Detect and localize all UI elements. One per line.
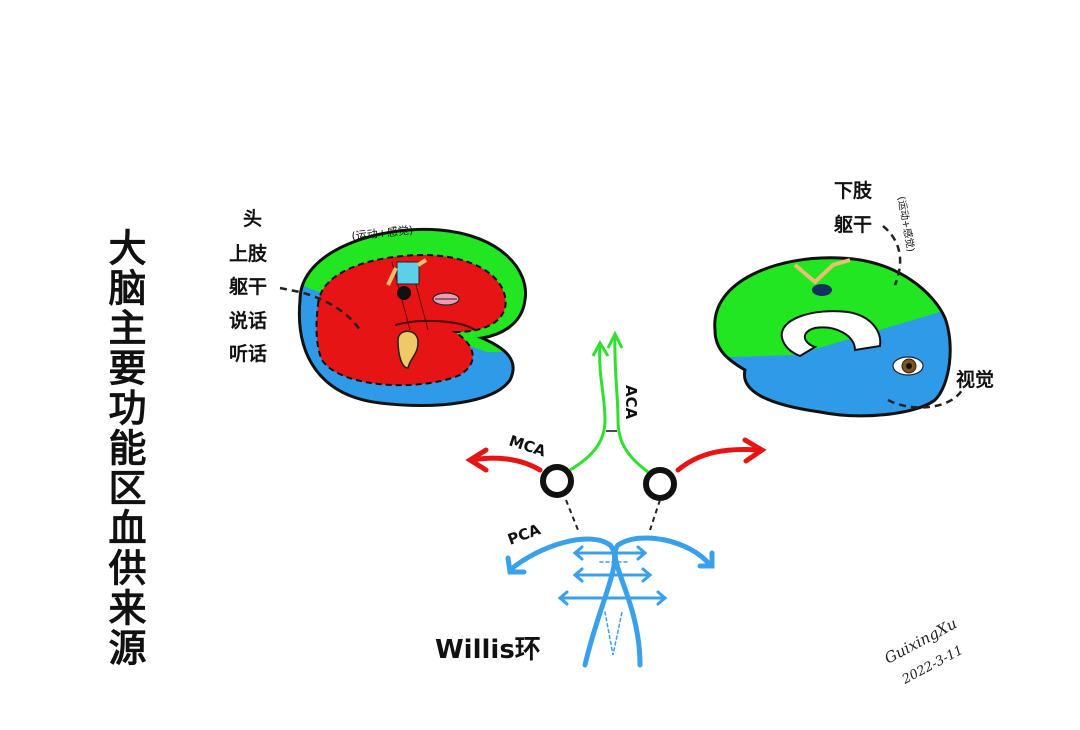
right-note: (运动+感觉) — [895, 195, 918, 253]
label-trunk-right: 躯干 — [833, 213, 872, 236]
label-vision: 视觉 — [956, 368, 994, 391]
person-legs-icon — [793, 258, 851, 296]
pca-vertebrobasilar — [505, 535, 715, 668]
right-ica-circle — [643, 467, 677, 501]
diagram-title: 大脑主要功能区血供来源 — [102, 228, 146, 668]
left-note: (运动+感觉) — [351, 224, 414, 243]
mca-artery — [465, 437, 767, 473]
right-brain-medial — [713, 225, 964, 418]
eye-icon — [892, 356, 924, 376]
mca-label: MCA — [507, 432, 549, 461]
signature: GuixingXu 2022-3-11 — [881, 614, 965, 688]
left-ica-circle — [540, 464, 574, 498]
pointer-dashed-line — [279, 286, 362, 331]
aca-artery — [569, 330, 649, 474]
left-brain-lateral — [279, 227, 528, 407]
label-speaking: 说话 — [229, 309, 267, 332]
aca-label: ACA — [622, 385, 640, 420]
person-upper-body-icon — [386, 258, 428, 300]
corpus-callosum — [780, 310, 882, 358]
pca-label: PCA — [505, 520, 543, 549]
label-head: 头 — [243, 208, 262, 230]
label-upper-limb: 上肢 — [229, 242, 268, 265]
ear-icon — [397, 330, 419, 369]
label-listening: 听话 — [229, 342, 267, 365]
label-trunk-left: 躯干 — [228, 275, 267, 298]
label-lower-limb: 下肢 — [834, 179, 873, 202]
mca-region — [315, 253, 507, 387]
willis-label: Willis环 — [435, 635, 541, 665]
